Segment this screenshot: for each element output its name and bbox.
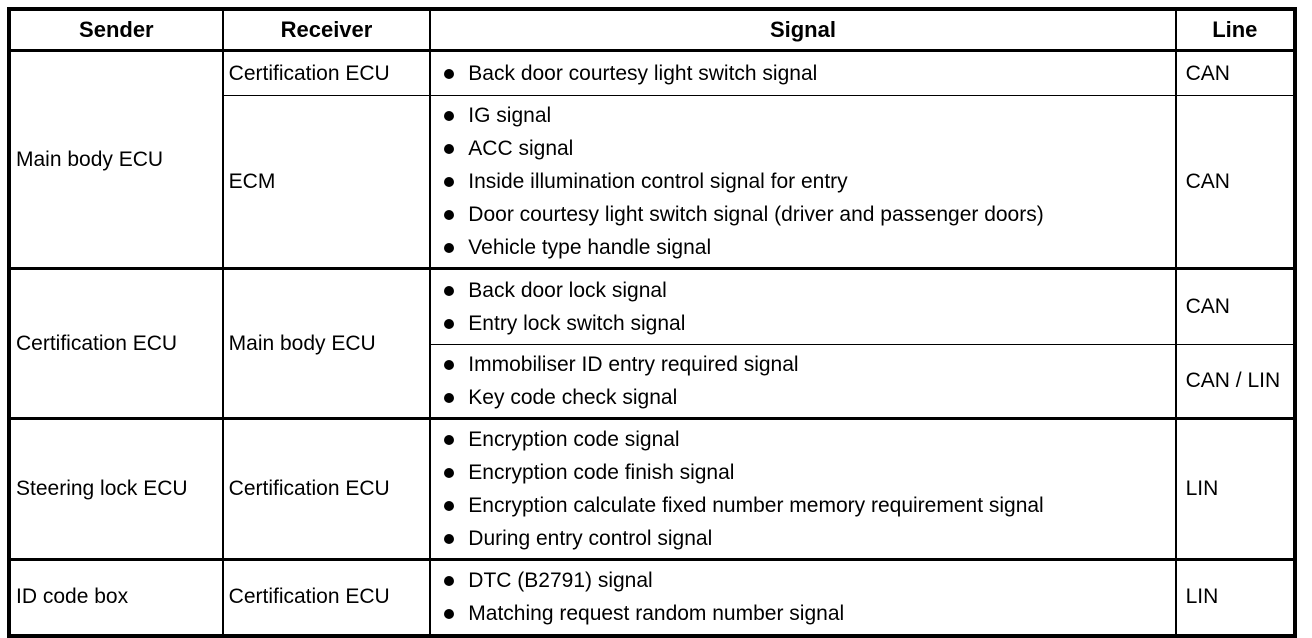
bullet-icon	[444, 143, 455, 154]
table-row: ECM IG signal ACC signal Inside illumina…	[9, 95, 1295, 270]
table-row: Immobiliser ID entry required signal Key…	[9, 344, 1295, 420]
receiver-cell: Certification ECU	[221, 50, 431, 96]
receiver-cell: Main body ECU	[221, 268, 431, 420]
table-row: Certification ECU Main body ECU Back doo…	[9, 268, 1295, 420]
bullet-icon	[444, 318, 455, 329]
bullet-icon	[444, 242, 455, 253]
signal-item: Back door lock signal	[444, 274, 1170, 307]
signal-item: Encryption code signal	[444, 423, 1170, 456]
line-cell: CAN	[1174, 268, 1295, 345]
signal-item: Vehicle type handle signal	[444, 231, 1170, 264]
bullet-icon	[444, 359, 455, 370]
bullet-icon	[444, 575, 455, 586]
sender-cell: Certification ECU	[9, 268, 223, 420]
bullet-icon	[444, 434, 455, 445]
signal-cell: DTC (B2791) signal Matching request rand…	[429, 559, 1176, 636]
signal-item: Entry lock switch signal	[444, 307, 1170, 340]
bullet-icon	[444, 209, 455, 220]
signal-cell: Back door lock signal Entry lock switch …	[429, 268, 1176, 345]
signal-item-label: Back door lock signal	[468, 279, 667, 302]
signal-list: Encryption code signal Encryption code f…	[432, 423, 1174, 555]
signal-item-label: IG signal	[468, 104, 552, 127]
signal-cell: Encryption code signal Encryption code f…	[429, 418, 1176, 561]
line-cell: LIN	[1174, 559, 1295, 636]
signal-item-label: Entry lock switch signal	[468, 312, 686, 335]
signal-list: DTC (B2791) signal Matching request rand…	[432, 564, 1174, 630]
signal-item: Matching request random number signal	[444, 597, 1170, 630]
table-row: Steering lock ECU Certification ECU Encr…	[9, 418, 1295, 561]
bullet-icon	[444, 176, 455, 187]
signal-item-label: Vehicle type handle signal	[468, 236, 712, 259]
bullet-icon	[444, 608, 455, 619]
bullet-icon	[444, 285, 455, 296]
signal-list: IG signal ACC signal Inside illumination…	[432, 99, 1174, 264]
signal-item: DTC (B2791) signal	[444, 564, 1170, 597]
line-cell: CAN / LIN	[1174, 344, 1295, 420]
sender-cell: ID code box	[16, 585, 129, 609]
signal-item-label: Encryption code finish signal	[468, 461, 735, 484]
signal-item: ACC signal	[444, 132, 1170, 165]
signal-item: Inside illumination control signal for e…	[444, 165, 1170, 198]
signal-item-label: Matching request random number signal	[468, 602, 845, 626]
signal-list: Immobiliser ID entry required signal Key…	[432, 348, 1174, 414]
bullet-icon	[444, 467, 455, 478]
receiver-cell: Certification ECU	[221, 559, 431, 636]
bullet-icon	[444, 68, 455, 79]
signal-item: Door courtesy light switch signal (drive…	[444, 198, 1170, 231]
column-header-sender: Sender	[9, 9, 223, 52]
bullet-icon	[444, 110, 455, 121]
column-header-signal: Signal	[429, 9, 1176, 52]
receiver-cell: Certification ECU	[221, 418, 431, 561]
table-row: Main body ECU Certification ECU Back doo…	[9, 50, 1295, 270]
bullet-icon	[444, 533, 455, 544]
column-header-receiver: Receiver	[221, 9, 431, 52]
signal-item: Encryption code finish signal	[444, 456, 1170, 489]
signal-item: Back door courtesy light switch signal	[444, 57, 1170, 90]
signal-item-label: ACC signal	[468, 137, 574, 160]
line-cell: LIN	[1174, 418, 1295, 561]
receiver-cell: ECM	[221, 95, 431, 270]
signal-item-label: Inside illumination control signal for e…	[468, 170, 848, 193]
signal-item-label: Encryption calculate fixed number memory…	[468, 494, 1044, 517]
signal-item-label: During entry control signal	[468, 527, 713, 550]
signal-list: Back door courtesy light switch signal	[432, 57, 1174, 90]
sender-cell: Main body ECU	[9, 50, 223, 270]
signal-item: During entry control signal	[444, 522, 1170, 555]
signal-list: Back door lock signal Entry lock switch …	[432, 274, 1174, 340]
signal-item: Immobiliser ID entry required signal	[444, 348, 1170, 381]
signal-item: Encryption calculate fixed number memory…	[444, 489, 1170, 522]
signal-item-label: Back door courtesy light switch signal	[468, 62, 818, 85]
signal-routing-table-container: Sender Receiver Signal Line Main body EC…	[7, 7, 1297, 638]
signal-cell: Immobiliser ID entry required signal Key…	[429, 344, 1176, 420]
signal-item: Key code check signal	[444, 381, 1170, 414]
line-cell: CAN	[1174, 50, 1295, 96]
signal-item-label: Key code check signal	[468, 386, 678, 409]
table-row: ID code box Certification ECU DTC (B2791…	[9, 559, 1295, 636]
sender-cell: Steering lock ECU	[9, 418, 223, 561]
signal-item-label: Immobiliser ID entry required signal	[468, 353, 799, 376]
column-header-line: Line	[1174, 9, 1295, 52]
signal-item: IG signal	[444, 99, 1170, 132]
signal-item-label: Encryption code signal	[468, 428, 680, 451]
signal-item-label: Door courtesy light switch signal (drive…	[468, 203, 1044, 226]
table-header-row: Sender Receiver Signal Line	[9, 9, 1295, 52]
signal-cell: Back door courtesy light switch signal	[429, 50, 1176, 96]
signal-cell: IG signal ACC signal Inside illumination…	[429, 95, 1176, 270]
signal-routing-table: Sender Receiver Signal Line Main body EC…	[7, 7, 1297, 638]
bullet-icon	[444, 392, 455, 403]
signal-item-label: DTC (B2791) signal	[468, 569, 653, 593]
line-cell: CAN	[1174, 95, 1295, 270]
bullet-icon	[444, 500, 455, 511]
